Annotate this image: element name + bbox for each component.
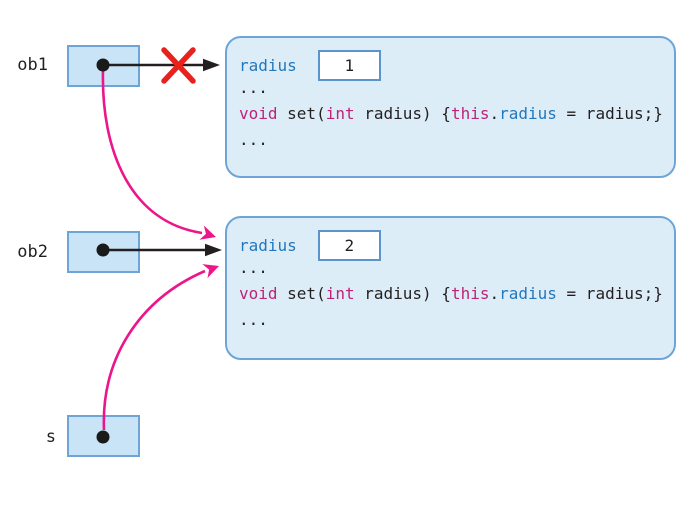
code-token: = radius;}	[556, 284, 663, 303]
field-row: radius 2	[239, 229, 381, 261]
code-token: int	[325, 104, 355, 123]
field-value-box: 2	[317, 229, 381, 261]
field-row: radius 1	[239, 49, 381, 81]
field-name-label: radius	[239, 55, 297, 75]
object-panel-2: radius 2 ... void set(int radius) {this.…	[225, 216, 676, 360]
ref-label-ob2: ob2	[17, 242, 48, 262]
broken-reference-x-icon	[161, 47, 196, 84]
code-token: void	[239, 104, 278, 123]
x-stroke	[161, 47, 196, 84]
code-line: void set(int radius) {this.radius = radi…	[239, 102, 663, 126]
ellipsis-line: ...	[239, 78, 268, 97]
ref-box-ob1	[67, 45, 140, 87]
x-stroke	[161, 47, 196, 84]
object-panel-1: radius 1 ... void set(int radius) {this.…	[225, 36, 676, 178]
code-token: void	[239, 284, 278, 303]
ellipsis-line: ...	[239, 130, 268, 149]
arrowhead-ob2-to-object2	[205, 243, 222, 257]
code-token: this	[450, 104, 490, 123]
arrowhead-ob1-to-object1	[203, 58, 220, 72]
ref-box-s	[67, 415, 140, 457]
code-token: .	[489, 284, 500, 303]
code-token: .	[489, 104, 500, 123]
code-line: void set(int radius) {this.radius = radi…	[239, 282, 663, 306]
code-token: this	[450, 284, 490, 303]
field-value: 2	[344, 235, 355, 255]
field-name-label: radius	[239, 235, 297, 255]
field-value: 1	[344, 55, 355, 75]
arrow-s-to-object2	[102, 269, 206, 431]
ellipsis-line: ...	[239, 310, 268, 329]
ref-label-s: s	[45, 427, 56, 447]
arrowhead-s-to-object2	[202, 264, 219, 279]
code-token: radius) {	[354, 104, 451, 123]
code-token: set(	[277, 284, 326, 303]
ref-label-ob1: ob1	[17, 55, 48, 75]
code-token: set(	[277, 104, 326, 123]
code-token: = radius;}	[556, 104, 663, 123]
code-token: radius	[499, 284, 557, 303]
field-value-box: 1	[317, 49, 381, 81]
arrowhead-ob1-to-object2	[199, 225, 216, 240]
ref-box-ob2	[67, 231, 140, 273]
code-token: radius) {	[354, 284, 451, 303]
arrow-ob1-to-object2	[101, 69, 203, 235]
ellipsis-line: ...	[239, 258, 268, 277]
code-token: int	[325, 284, 355, 303]
code-token: radius	[499, 104, 557, 123]
